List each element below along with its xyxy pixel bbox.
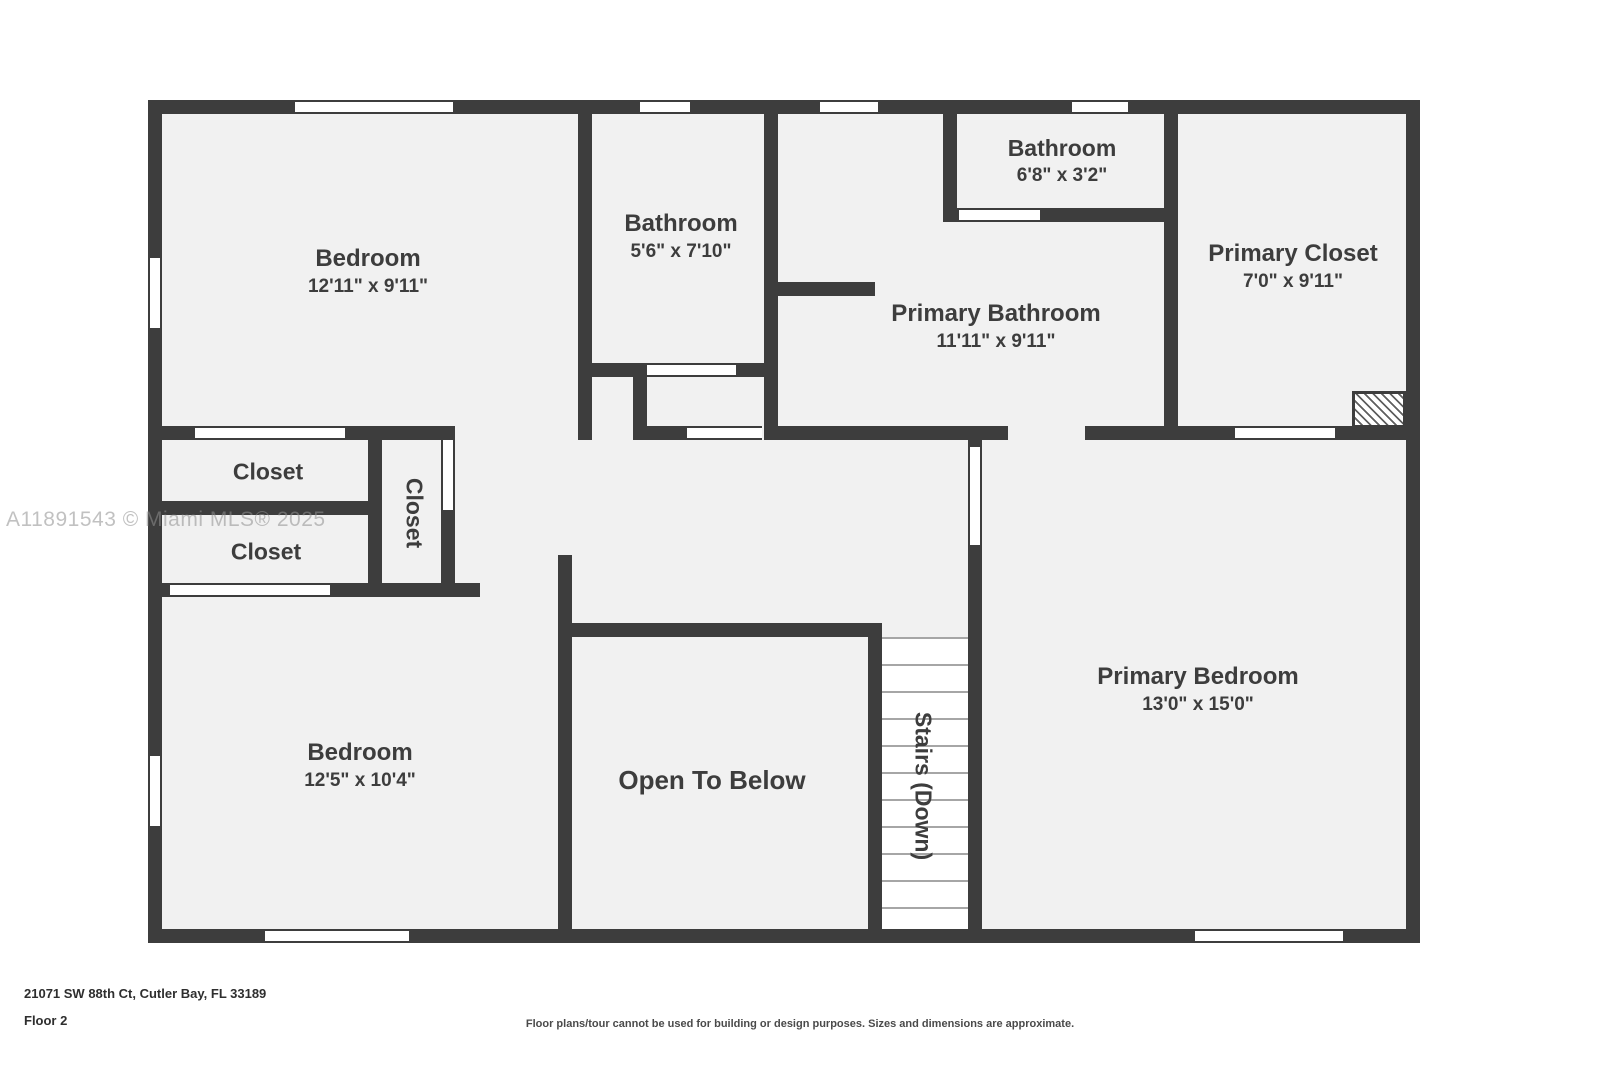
wall-bedroom2-right xyxy=(558,555,572,943)
wall-primary-closet-bottom-left xyxy=(1178,426,1235,440)
window-bathroom2-top xyxy=(1070,100,1130,114)
room-name: Bedroom xyxy=(307,739,413,767)
window-bedroom2-bottom xyxy=(263,929,411,943)
wall-bathroom1-right xyxy=(764,100,778,440)
stairs-treads xyxy=(882,637,968,929)
room-name: Stairs (Down) xyxy=(910,711,937,861)
wall-bathroom1-bottom-left xyxy=(578,363,647,377)
hatched-area xyxy=(1352,391,1406,428)
door-opening-bathroom2 xyxy=(959,208,1040,222)
window-bathroom1-top xyxy=(638,100,692,114)
wall-open-below-top xyxy=(558,623,882,637)
door-opening-closet-lower xyxy=(170,583,330,597)
room-dimensions: 13'0" x 15'0" xyxy=(1142,694,1254,716)
door-opening-bathroom1 xyxy=(647,363,736,377)
room-label-open-to-below: Open To Below xyxy=(618,764,805,797)
room-dimensions: 6'8" x 3'2" xyxy=(1016,164,1108,186)
door-opening-closet-vertical xyxy=(441,440,455,510)
window-bedroom2-left xyxy=(148,754,162,828)
mls-watermark: A11891543 © Miami MLS® 2025 xyxy=(6,508,326,531)
room-name: Bedroom xyxy=(315,245,421,273)
property-address: 21071 SW 88th Ct, Cutler Bay, FL 33189 xyxy=(24,986,267,1001)
wall-bathroom1-bottom-right xyxy=(736,363,778,377)
room-label-primary-bathroom: Primary Bathroom 11'11" x 9'11" xyxy=(891,299,1100,355)
room-dimensions: 12'11" x 9'11" xyxy=(307,276,429,298)
wall-linen-stub xyxy=(633,363,647,440)
room-name: Primary Bedroom xyxy=(1097,663,1299,691)
wall-primary-bedroom-left-lower xyxy=(968,545,982,943)
room-name: Primary Bathroom xyxy=(891,300,1101,328)
wall-mid-seg1 xyxy=(148,426,195,440)
wall-mid-seg4 xyxy=(1085,426,1164,440)
room-dimensions: 7'0" x 9'11" xyxy=(1243,271,1343,293)
room-label-bathroom-2: Bathroom 6'8" x 3'2" xyxy=(1008,134,1117,188)
room-name: Closet xyxy=(401,477,428,549)
wall-bedroom2-top-seg1 xyxy=(148,583,170,597)
room-label-closet-upper: Closet xyxy=(233,458,303,487)
door-opening-closet-upper xyxy=(195,426,345,440)
room-dimensions: 11'11" x 9'11" xyxy=(936,331,1056,353)
door-opening-hall xyxy=(687,426,762,440)
wall-mid-seg2 xyxy=(345,426,455,440)
room-label-bedroom-1: Bedroom 12'11" x 9'11" xyxy=(308,244,428,300)
wall-bathroom2-left xyxy=(943,100,957,222)
room-label-primary-bedroom: Primary Bedroom 13'0" x 15'0" xyxy=(1097,662,1298,718)
wall-bathroom2-bottom-jamb xyxy=(943,208,959,222)
window-bedroom1-left xyxy=(148,256,162,330)
room-name: Bathroom xyxy=(1007,134,1117,161)
room-label-closet-vertical: Closet xyxy=(400,478,429,548)
wall-primary-closet-left xyxy=(1164,100,1178,440)
wall-bedroom2-top-seg2 xyxy=(330,583,480,597)
wall-primary-bathroom-stub xyxy=(778,282,875,296)
room-name: Primary Closet xyxy=(1208,240,1378,268)
wall-mid-seg3 xyxy=(647,426,687,440)
wall-primary-bathroom-bottom xyxy=(778,426,1008,440)
wall-primary-closet-bottom-right xyxy=(1335,426,1420,440)
window-primary-bathroom-top xyxy=(818,100,880,114)
window-bedroom1-top xyxy=(293,100,455,114)
room-name: Closet xyxy=(232,458,304,485)
room-label-stairs: Stairs (Down) xyxy=(909,712,938,860)
door-opening-primary-bedroom xyxy=(968,447,982,545)
room-label-bedroom-2: Bedroom 12'5" x 10'4" xyxy=(304,738,416,794)
wall-bathroom2-bottom xyxy=(1040,208,1178,222)
room-dimensions: 5'6" x 7'10" xyxy=(630,241,732,263)
wall-outer-bottom xyxy=(148,929,1420,943)
wall-closet-divider xyxy=(148,501,382,515)
floor-label: Floor 2 xyxy=(24,1013,68,1028)
wall-bedroom1-right xyxy=(578,100,592,440)
room-dimensions: 12'5" x 10'4" xyxy=(304,770,416,792)
room-label-closet-lower: Closet xyxy=(231,538,301,567)
room-name: Open To Below xyxy=(618,764,806,795)
wall-closet-vertical-right-lower xyxy=(441,510,455,597)
wall-stairs-left xyxy=(868,623,882,943)
room-name: Closet xyxy=(230,538,302,565)
door-opening-primary-closet xyxy=(1235,426,1335,440)
wall-outer-right xyxy=(1406,100,1420,943)
floor-fill xyxy=(155,107,1413,936)
disclaimer-text: Floor plans/tour cannot be used for buil… xyxy=(525,1018,1075,1030)
room-name: Bathroom xyxy=(624,210,738,238)
room-label-primary-closet: Primary Closet 7'0" x 9'11" xyxy=(1208,239,1377,295)
room-label-bathroom-1: Bathroom 5'6" x 7'10" xyxy=(624,209,737,265)
window-primary-bedroom-bottom xyxy=(1193,929,1345,943)
